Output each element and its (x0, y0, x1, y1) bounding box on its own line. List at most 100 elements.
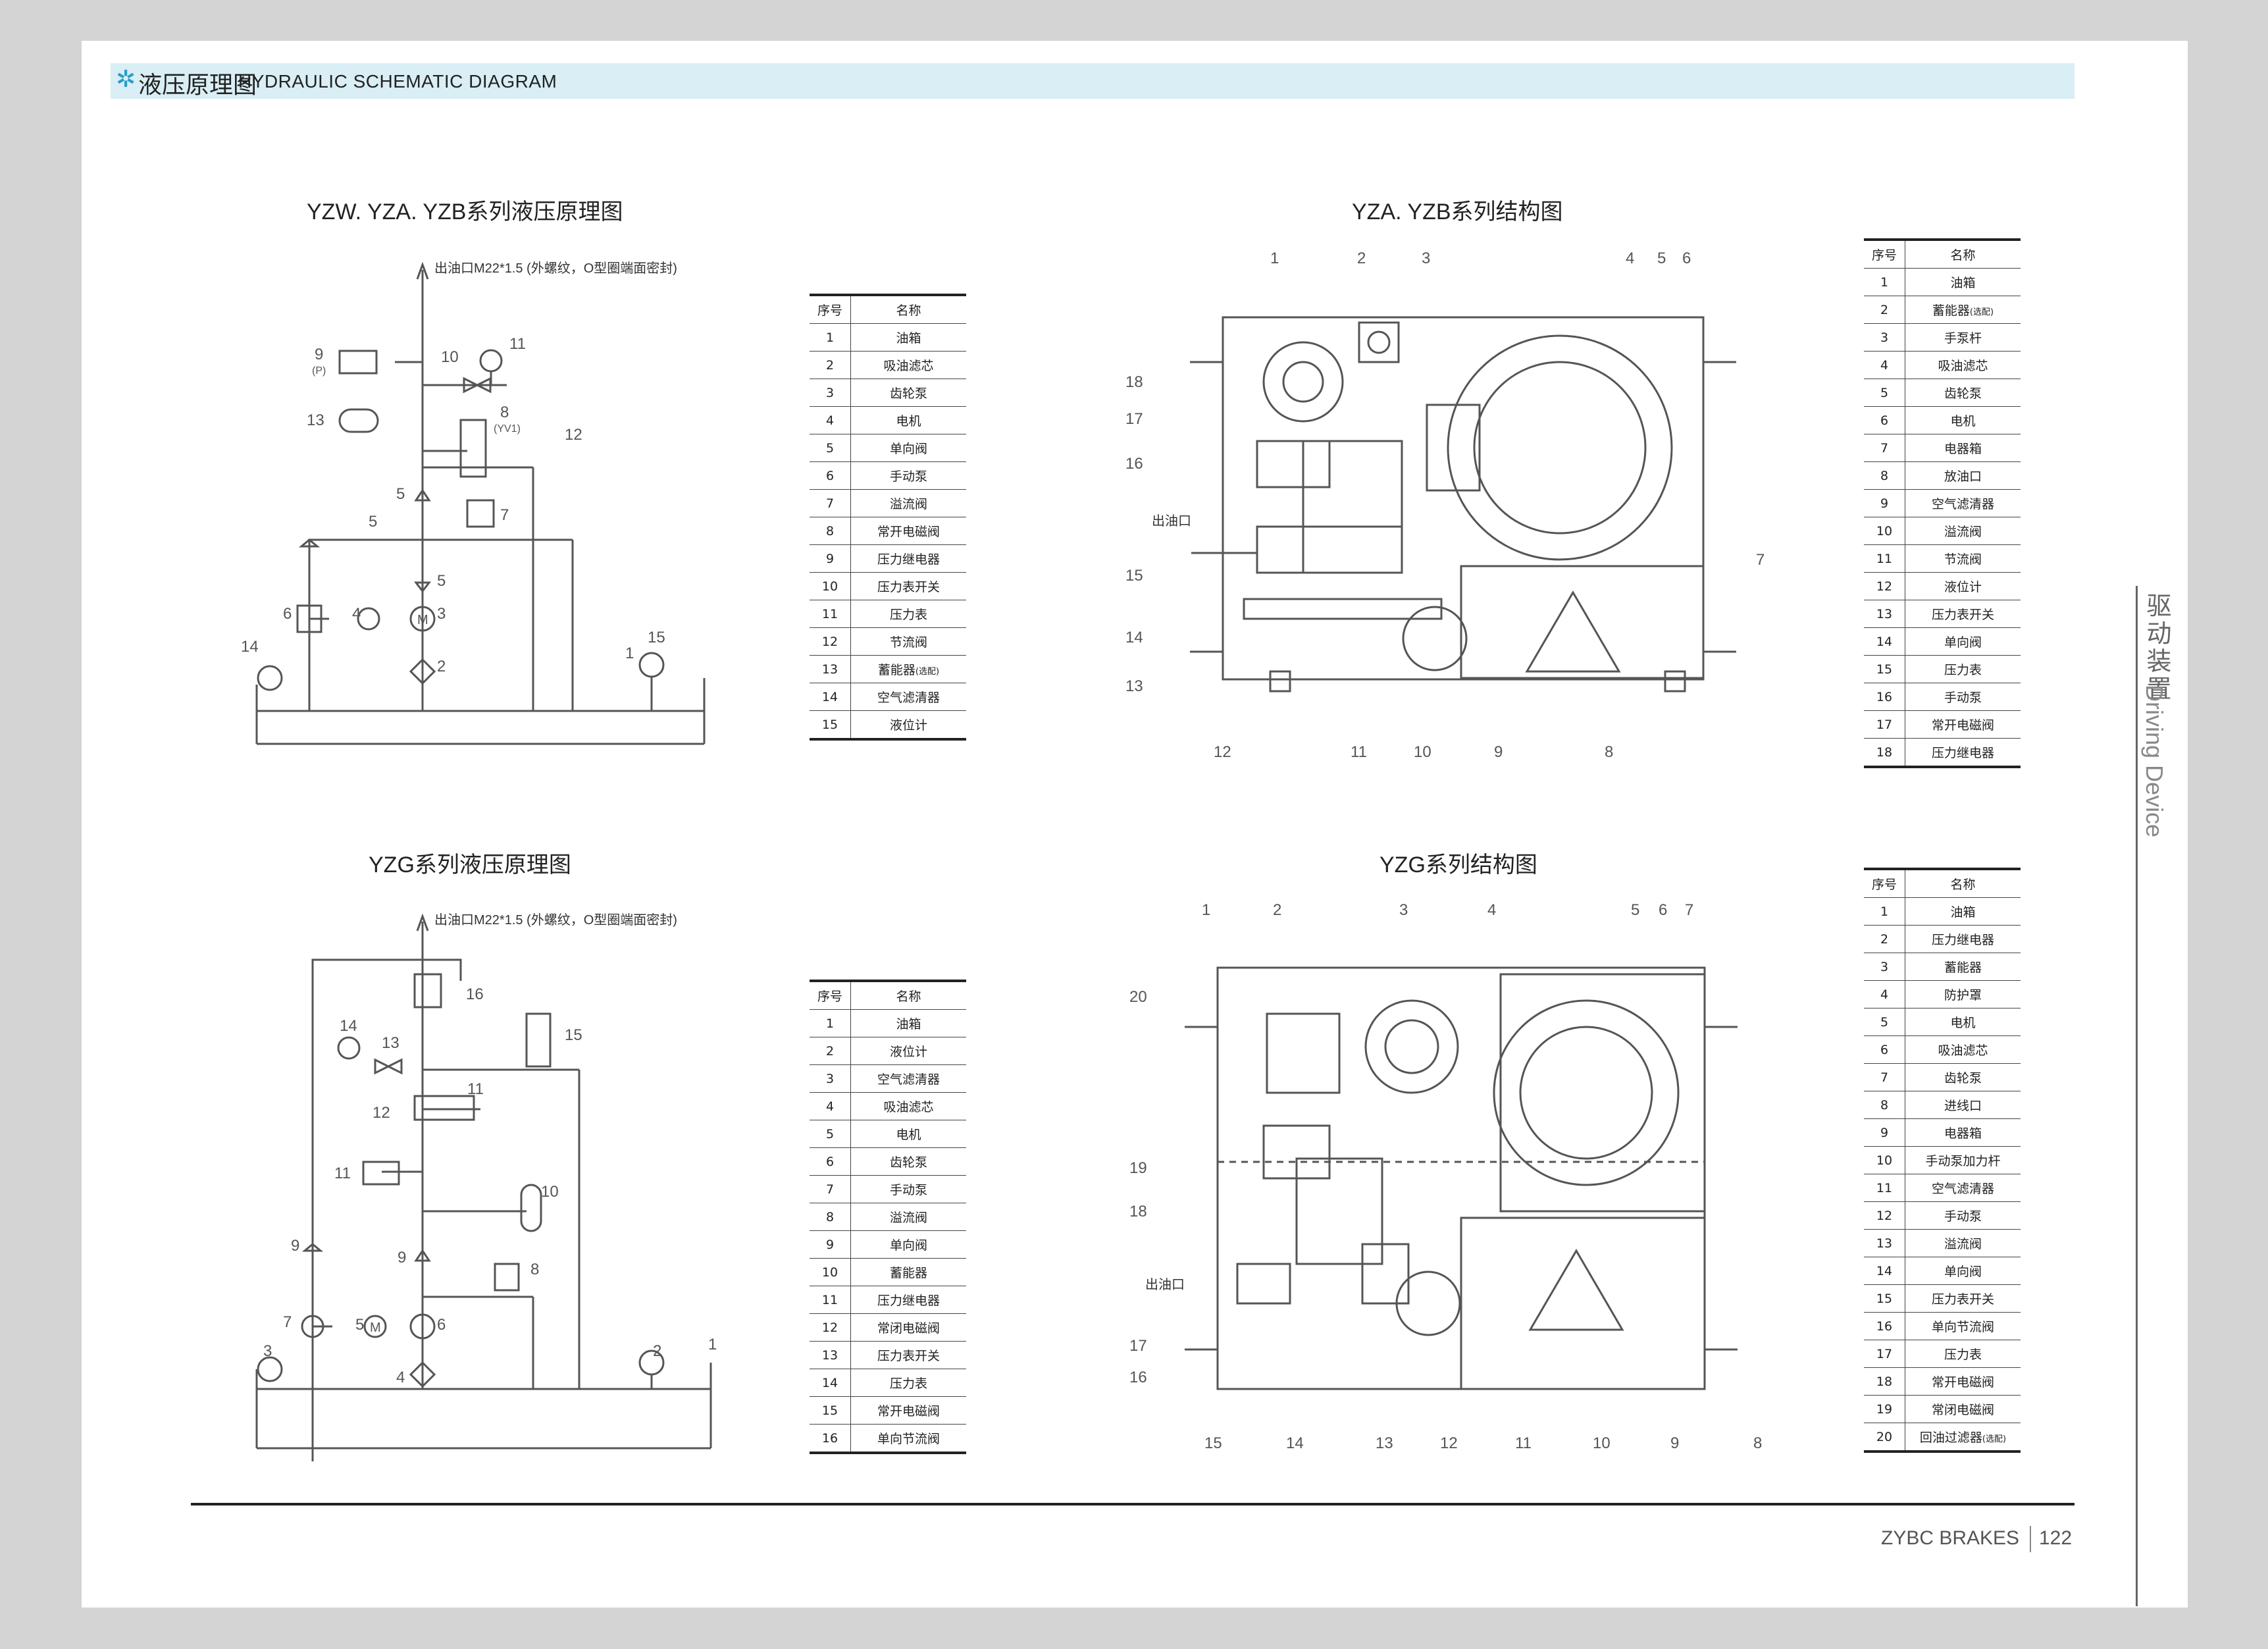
part-name: 吸油滤芯 (1905, 1035, 2021, 1064)
part-name-text: 压力表 (889, 1376, 927, 1391)
part-name: 单向阀 (850, 1230, 966, 1259)
part-name: 压力表 (1905, 655, 2021, 683)
part-name: 空气滤清器 (850, 1064, 966, 1093)
header-title-en: HYDRAULIC SCHEMATIC DIAGRAM (238, 71, 557, 92)
part-name-text: 回油过滤器 (1919, 1430, 1982, 1445)
schem2-label-5: 5 (355, 1316, 364, 1334)
table3-header-name: 名称 (850, 980, 966, 1010)
struct1_labels-callout: 12 (1214, 743, 1231, 761)
part-name-text: 手动泵 (889, 1183, 927, 1197)
part-name: 单向阀 (1905, 627, 2021, 656)
part-number: 3 (810, 379, 851, 407)
part-name: 空气滤清器 (850, 683, 966, 711)
part-name: 齿轮泵 (1905, 1063, 2021, 1091)
part-number: 2 (1864, 296, 1905, 324)
part-name-text: 蓄能器 (1944, 960, 1982, 975)
part-name: 空气滤清器 (1905, 489, 2021, 517)
part-number: 4 (1864, 351, 1905, 379)
part-name: 油箱 (1905, 268, 2021, 296)
outlet-note-2: 出油口M22*1.5 (外螺纹，O型圈端面密封) (434, 912, 677, 928)
schem2-label-6: 6 (437, 1316, 446, 1334)
schem2-label-12: 12 (373, 1104, 390, 1122)
part-number: 3 (1864, 323, 1905, 352)
part-number: 16 (1864, 1312, 1905, 1340)
part-name: 吸油滤芯 (850, 351, 966, 379)
part-name: 蓄能器 (1905, 953, 2021, 981)
struct2_labels-callout: 17 (1129, 1337, 1147, 1355)
struct2_labels-callout: 4 (1487, 901, 1496, 919)
struct1_labels-callout: 18 (1125, 373, 1143, 391)
part-number: 1 (1864, 268, 1905, 296)
part-name: 常开电磁阀 (850, 1396, 966, 1425)
part-name: 液位计 (1905, 572, 2021, 600)
part-name-text: 单向阀 (889, 1238, 927, 1253)
part-name: 回油过滤器(选配) (1905, 1423, 2021, 1453)
part-name-text: 油箱 (896, 1017, 921, 1032)
struct2_labels-callout: 18 (1129, 1203, 1147, 1220)
struct1_labels-callout: 5 (1657, 249, 1666, 267)
part-name-text: 蓄能器 (877, 663, 915, 677)
part-number: 9 (810, 544, 851, 573)
struct2_labels-callout: 15 (1204, 1434, 1222, 1452)
part-name-text: 手动泵 (1944, 691, 1982, 705)
part-number: 12 (810, 627, 851, 656)
part-name: 防护罩 (1905, 980, 2021, 1008)
part-number: 10 (1864, 1146, 1905, 1174)
schem2-label-2: 2 (653, 1342, 661, 1360)
part-number: 15 (810, 1396, 851, 1425)
schem1-label-8: 8 (500, 404, 509, 421)
struct1_labels-callout: 11 (1351, 743, 1367, 761)
schem2-label-15: 15 (565, 1026, 582, 1044)
part-number: 15 (1864, 1284, 1905, 1313)
part-name-text: 压力表开关 (877, 580, 940, 594)
part-name-text: 溢流阀 (889, 1211, 927, 1225)
part-name-text: 压力表 (1944, 1348, 1982, 1362)
part-number: 11 (810, 600, 851, 628)
schem1-label-15: 15 (648, 629, 665, 646)
schem2-label-1: 1 (708, 1336, 717, 1353)
part-name-text: 电机 (896, 1128, 921, 1142)
part-name: 手动泵 (1905, 683, 2021, 711)
part-name: 吸油滤芯 (850, 1092, 966, 1120)
section-title-structure-yzg: YZG系列结构图 (1379, 852, 1537, 877)
part-name-text: 单向阀 (1944, 635, 1982, 650)
part-number: 5 (810, 1120, 851, 1148)
part-name: 压力继电器 (1905, 925, 2021, 953)
part-number: 17 (1864, 710, 1905, 739)
struct1_labels-callout: 4 (1626, 249, 1634, 267)
page-sheet (82, 41, 2188, 1608)
part-number: 6 (810, 461, 851, 490)
part-name-text: 单向阀 (1944, 1265, 1982, 1279)
part-number: 13 (810, 1341, 851, 1369)
part-name: 溢流阀 (850, 1203, 966, 1231)
part-number: 9 (810, 1230, 851, 1259)
side-label-en: Driving Device (2141, 685, 2168, 838)
part-number: 8 (810, 1203, 851, 1231)
header-bar (111, 63, 2075, 99)
struct1_labels-callout: 13 (1125, 677, 1143, 695)
schem1-label-2: 2 (437, 658, 446, 675)
part-note: (选配) (915, 667, 940, 677)
part-name-text: 单向节流阀 (1931, 1320, 1994, 1334)
part-name-text: 进线口 (1944, 1099, 1982, 1113)
part-name-text: 压力继电器 (1931, 933, 1994, 947)
